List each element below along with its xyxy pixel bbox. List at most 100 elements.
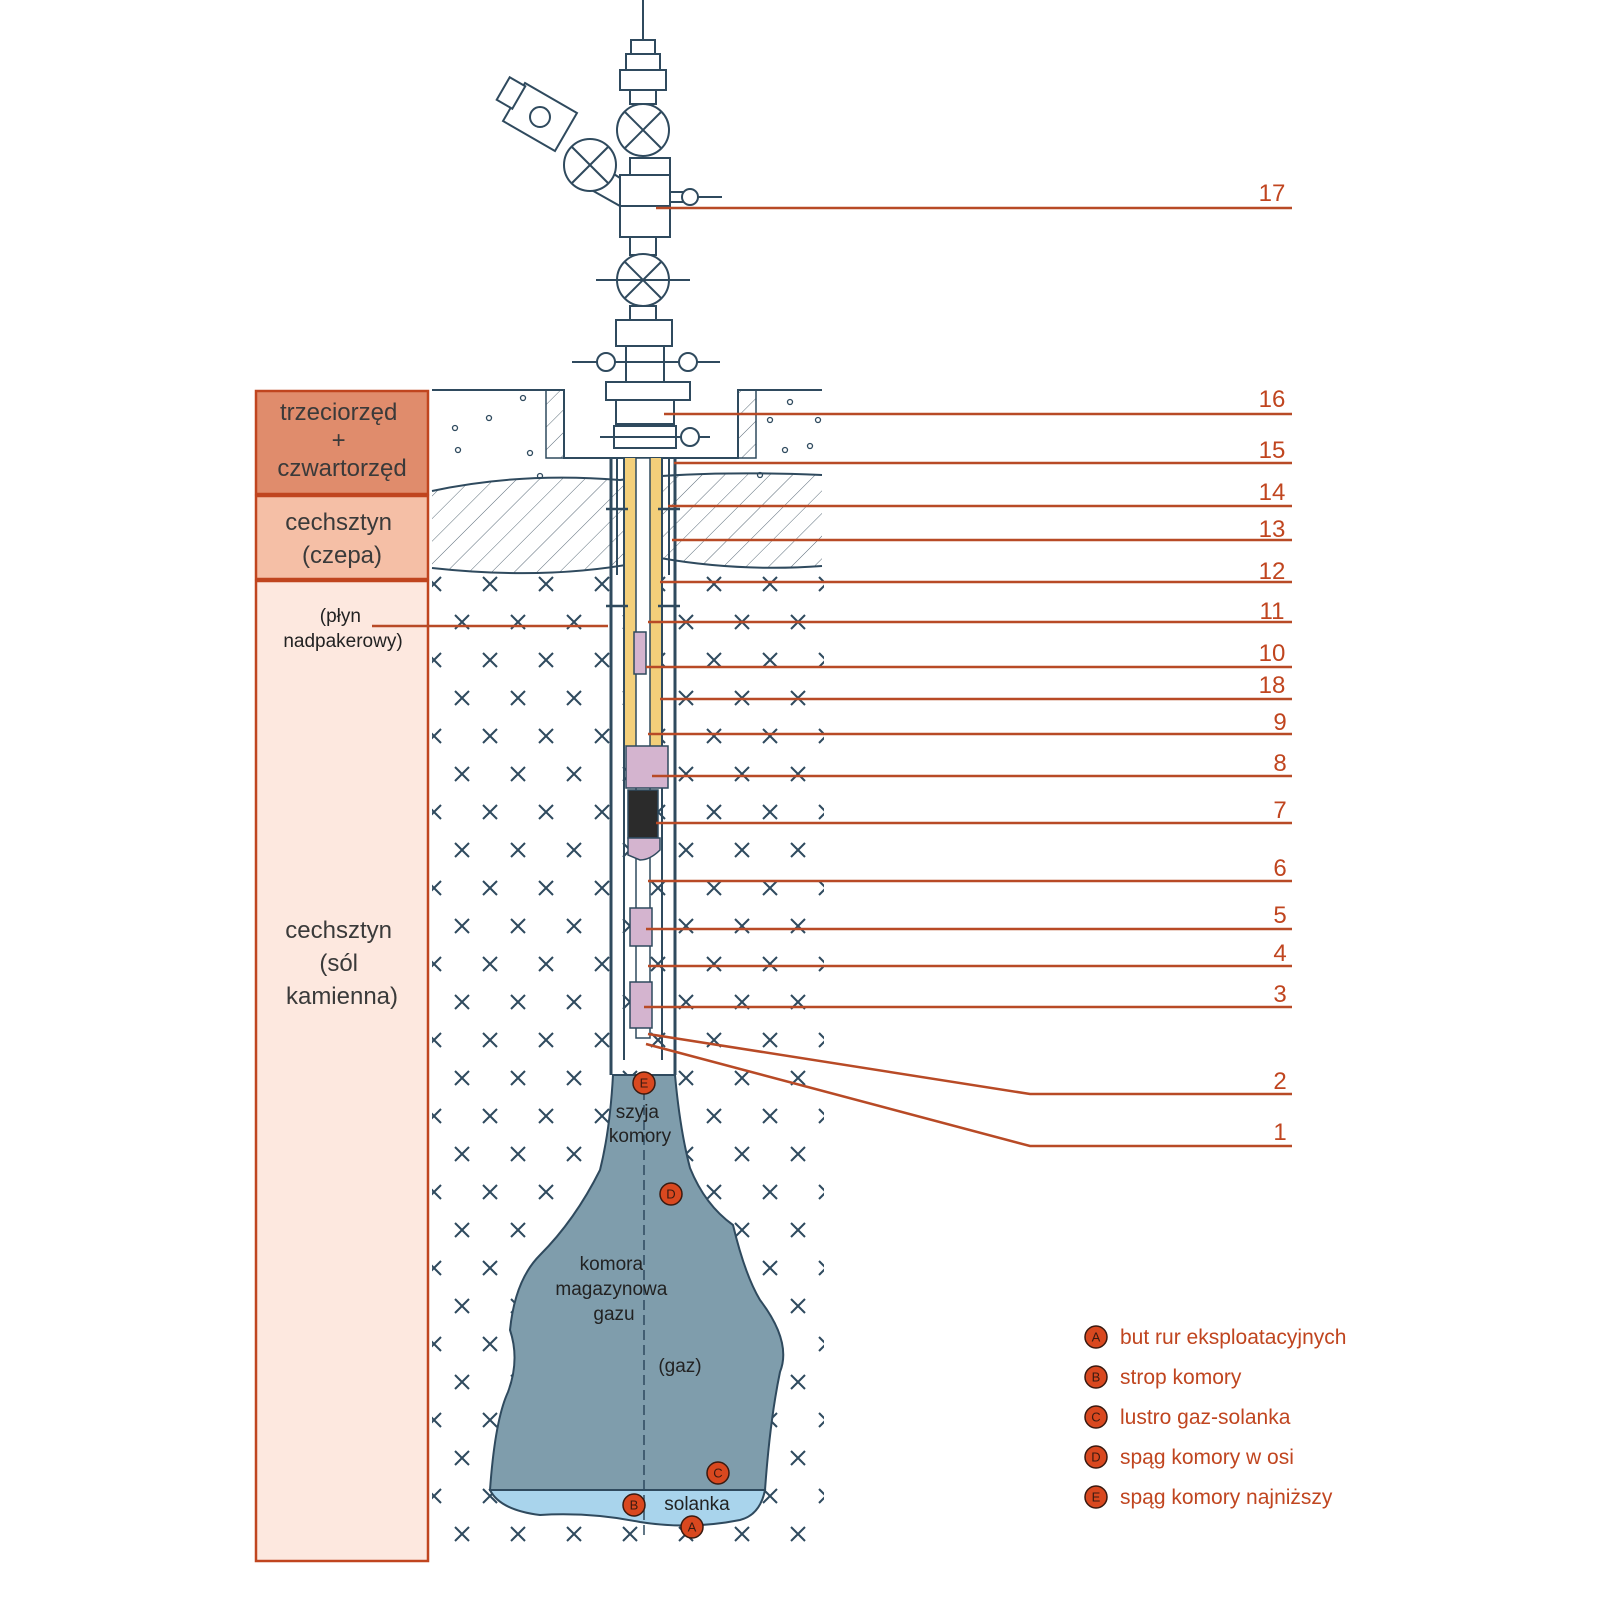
- callout-11: 11: [1260, 598, 1285, 625]
- marker-E: E: [632, 1071, 656, 1095]
- well-bore: [606, 457, 680, 1075]
- stratum-box-tertiary: [254, 389, 430, 496]
- chamber-line: gazu: [593, 1304, 634, 1325]
- callout-1: 1: [1273, 1119, 1286, 1146]
- callout-6: 6: [1273, 855, 1286, 882]
- neck-line: komory: [609, 1126, 672, 1147]
- safety-valve: [633, 631, 647, 675]
- marker-A: A: [680, 1515, 704, 1539]
- callout-15: 15: [1259, 437, 1286, 464]
- legend-text: lustro gaz-solanka: [1120, 1406, 1291, 1429]
- stratum-line: (czepa): [302, 542, 382, 569]
- legend-letter: E: [1092, 1490, 1101, 1505]
- brine-label: solanka: [664, 1494, 730, 1515]
- callout-13: 13: [1259, 516, 1286, 543]
- stratum-line: (sól: [319, 950, 358, 977]
- marker-B: B: [622, 1493, 646, 1517]
- tree-cap-top: [630, 39, 656, 55]
- cellar-wall-left: [545, 389, 565, 459]
- legend-item-C: C lustro gaz-solanka: [1084, 1405, 1291, 1429]
- callout-4: 4: [1273, 940, 1286, 967]
- stratum-line: cechsztyn: [285, 509, 392, 536]
- wing-actuator-dial: [529, 106, 551, 128]
- legend-item-E: E spąg komory najniższy: [1084, 1485, 1333, 1509]
- callout-leader-lines: [372, 206, 1292, 1148]
- packer-fluid-label: (płyn nadpakerowy): [283, 606, 402, 652]
- chamber-line: komora: [580, 1254, 644, 1275]
- callout-16: 16: [1259, 386, 1286, 413]
- tree-spool: [629, 89, 657, 105]
- packer-upper: [625, 745, 669, 789]
- legend-item-D: D spąg komory w osi: [1084, 1445, 1294, 1469]
- marker-letter: A: [688, 1520, 697, 1535]
- packer-element: [627, 789, 659, 839]
- marker-C: C: [706, 1461, 730, 1485]
- legend: A but rur eksploatacyjnych B strop komor…: [1084, 1325, 1346, 1509]
- legend-letter: B: [1092, 1370, 1101, 1385]
- stratum-label-tertiary: trzeciorzęd + czwartorzęd: [277, 399, 406, 482]
- marker-D: D: [659, 1182, 683, 1206]
- tubing-head-valve-left: [596, 352, 616, 372]
- legend-letter: C: [1091, 1410, 1100, 1425]
- callout-numbers: 17 16 15 14 13 12 11 10 18 9 8 7 6 5 4 3…: [1259, 180, 1287, 1146]
- legend-text: but rur eksploatacyjnych: [1120, 1326, 1346, 1349]
- stratum-box-zechstein-salt: [254, 579, 430, 1563]
- casing-collars: [606, 507, 680, 608]
- callout-12: 12: [1259, 558, 1286, 585]
- casing-head-valve: [680, 427, 700, 447]
- callout-18: 18: [1259, 672, 1286, 699]
- casing-head-flange: [605, 381, 691, 401]
- strata-column: trzeciorzęd + czwartorzęd cechsztyn (cze…: [254, 389, 430, 1563]
- packer-lower: [627, 837, 661, 861]
- callout-10: 10: [1259, 640, 1286, 667]
- tree-cap-flange: [619, 69, 667, 91]
- storage-cavern: szyja komory komora magazynowa gazu (gaz…: [488, 1074, 785, 1540]
- tree-cap: [625, 53, 661, 71]
- marker-letter: C: [713, 1466, 722, 1481]
- stratum-label-salt: cechsztyn (sól kamienna): [285, 917, 398, 1010]
- spool-lower: [629, 305, 657, 321]
- callout-14: 14: [1259, 479, 1286, 506]
- callout-17: 17: [1259, 180, 1286, 207]
- callout-8: 8: [1273, 750, 1286, 777]
- legend-item-B: B strop komory: [1084, 1365, 1242, 1389]
- wing-actuator-end: [495, 75, 527, 111]
- stratum-label-caprock: cechsztyn (czepa): [285, 509, 398, 569]
- gas-label: (gaz): [658, 1356, 701, 1377]
- soil-dots: [451, 394, 822, 480]
- wing-valve-spokes: [571, 146, 609, 184]
- stratum-line: kamienna): [286, 983, 398, 1010]
- tubing-head-valve-right: [678, 352, 698, 372]
- legend-letter: D: [1091, 1450, 1100, 1465]
- wing-small-valve: [681, 188, 699, 206]
- stratum-line: +: [332, 427, 346, 454]
- fluid-line: nadpakerowy): [283, 631, 402, 652]
- fluid-line: (płyn: [320, 606, 361, 627]
- callout-9: 9: [1273, 709, 1286, 736]
- legend-letter: A: [1092, 1330, 1101, 1345]
- cavern-neck-label: szyja komory: [609, 1102, 672, 1147]
- neck-line: szyja: [616, 1102, 660, 1123]
- landing-nipple-lower: [629, 981, 653, 1029]
- legend-text: spąg komory najniższy: [1120, 1486, 1333, 1509]
- legend-item-A: A but rur eksploatacyjnych: [1084, 1325, 1346, 1349]
- marker-letter: E: [640, 1076, 649, 1091]
- stratum-line: czwartorzęd: [277, 455, 406, 482]
- callout-3: 3: [1273, 981, 1286, 1008]
- marker-letter: B: [630, 1498, 639, 1513]
- landing-nipple-upper: [629, 907, 653, 947]
- callout-5: 5: [1273, 902, 1286, 929]
- handwheel-spokes-upper: [624, 111, 662, 149]
- marker-letter: D: [666, 1187, 675, 1202]
- legend-text: strop komory: [1120, 1366, 1242, 1389]
- callout-7: 7: [1273, 797, 1286, 824]
- stratum-line: cechsztyn: [285, 917, 392, 944]
- wellhead-christmas-tree: [495, 0, 722, 449]
- tubing-head: [625, 345, 665, 383]
- stratum-box-zechstein-caprock: [254, 494, 430, 581]
- leader-2: [647, 1032, 1292, 1096]
- storage-chamber-label: komora magazynowa gazu: [555, 1254, 672, 1325]
- chamber-line: magazynowa: [555, 1279, 667, 1300]
- spool-middle: [629, 236, 657, 256]
